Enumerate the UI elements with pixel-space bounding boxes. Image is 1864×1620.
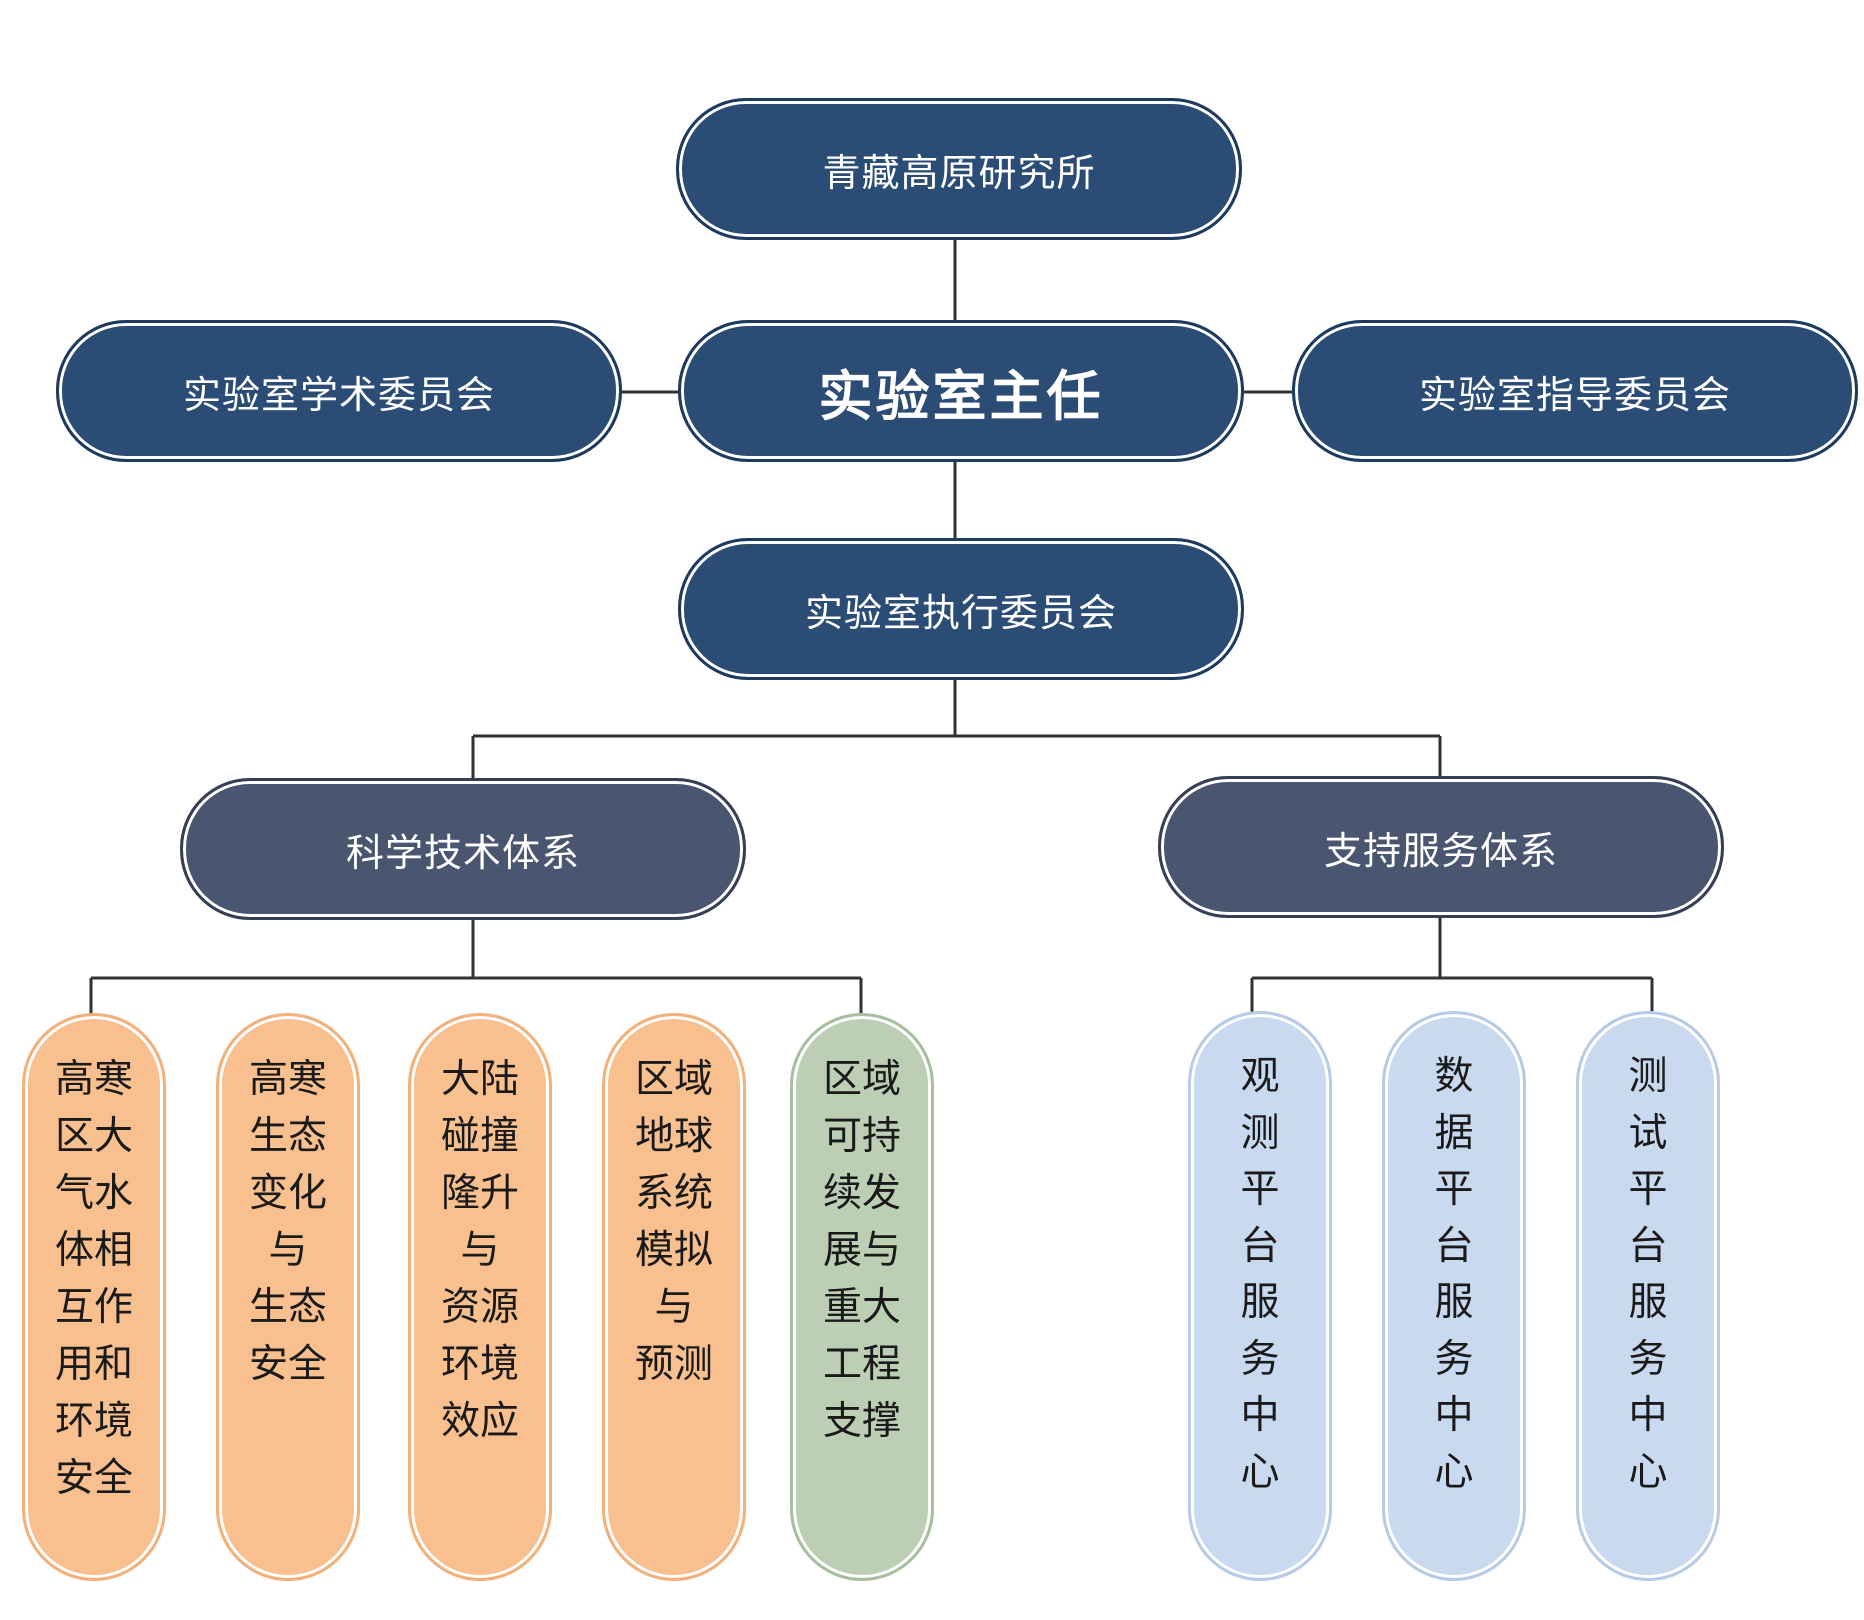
executive-committee-box: 实验室执行委员会	[678, 538, 1244, 680]
research-group: 区域 可持 续发 展与 重大 工程 支撑	[790, 1013, 934, 1581]
academic-committee-box: 实验室学术委员会	[56, 320, 622, 462]
director-box: 实验室主任	[678, 320, 1244, 462]
director-label: 实验室主任	[818, 364, 1104, 428]
support-system-label: 支持服务体系	[1323, 828, 1558, 873]
research-group: 高寒 区大 气水 体相 互作 用和 环境 安全	[22, 1013, 166, 1581]
research-group-label: 高寒 生态 变化 与 生态 安全	[248, 1057, 327, 1387]
science-system-label: 科学技术体系	[345, 830, 580, 875]
research-group: 大陆 碰撞 隆升 与 资源 环境 效应	[408, 1013, 552, 1581]
research-group-label: 高寒 区大 气水 体相 互作 用和 环境 安全	[54, 1057, 133, 1501]
academic-committee-label: 实验室学术委员会	[182, 372, 495, 417]
guidance-committee-box: 实验室指导委员会	[1292, 320, 1858, 462]
service-center: 观 测 平 台 服 务 中 心	[1188, 1011, 1332, 1581]
service-center-label: 观 测 平 台 服 务 中 心	[1240, 1054, 1280, 1495]
guidance-committee-label: 实验室指导委员会	[1418, 372, 1731, 417]
service-center-label: 数 据 平 台 服 务 中 心	[1434, 1054, 1474, 1495]
support-system-box: 支持服务体系	[1158, 776, 1724, 918]
research-group-label: 区域 可持 续发 展与 重大 工程 支撑	[822, 1057, 901, 1444]
institute-label: 青藏高原研究所	[822, 150, 1096, 195]
research-group-label: 大陆 碰撞 隆升 与 资源 环境 效应	[440, 1057, 519, 1444]
research-group-label: 区域 地球 系统 模拟 与 预测	[634, 1057, 713, 1387]
service-center-label: 测 试 平 台 服 务 中 心	[1628, 1054, 1668, 1495]
research-group: 区域 地球 系统 模拟 与 预测	[602, 1013, 746, 1581]
service-center: 测 试 平 台 服 务 中 心	[1576, 1011, 1720, 1581]
executive-committee-label: 实验室执行委员会	[804, 590, 1117, 635]
service-center: 数 据 平 台 服 务 中 心	[1382, 1011, 1526, 1581]
institute-box: 青藏高原研究所	[676, 98, 1242, 240]
science-system-box: 科学技术体系	[180, 778, 746, 920]
research-group: 高寒 生态 变化 与 生态 安全	[216, 1013, 360, 1581]
